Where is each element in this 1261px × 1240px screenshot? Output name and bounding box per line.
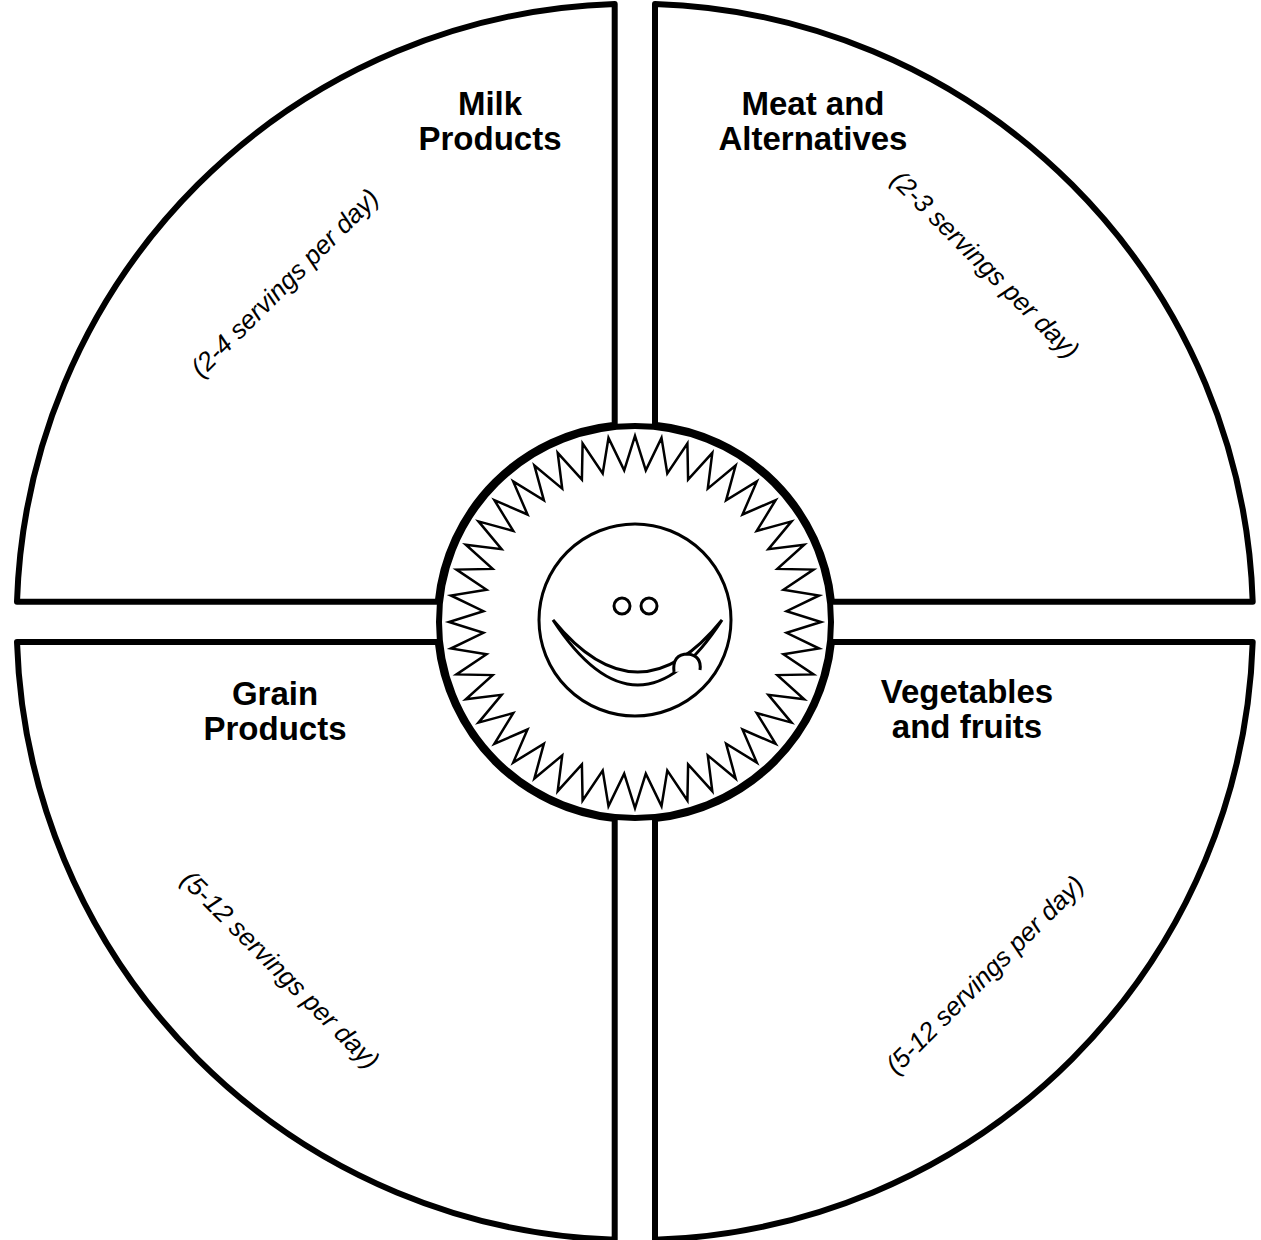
quadrant-outline [11, 0, 621, 608]
food-group-quadrant: Milk Products(2-4 servings per day) [11, 0, 621, 608]
group-heading: Vegetables and fruits [879, 675, 1056, 744]
sun-face [539, 524, 731, 716]
food-group-quadrant: Grain Products(5-12 servings per day) [11, 636, 621, 1240]
sun-tongue [674, 654, 700, 672]
sun-eye [641, 598, 657, 614]
quadrant-border [17, 642, 615, 1240]
sun-rays [449, 436, 821, 808]
sun-smile [553, 620, 722, 685]
food-group-quadrant: Vegetables and fruits(5-12 servings per … [649, 636, 1259, 1240]
sun-eye [614, 598, 630, 614]
group-heading: Grain Products [201, 677, 349, 746]
quadrant-border [655, 642, 1253, 1240]
quadrant-border [17, 4, 615, 602]
group-heading: Meat and Alternatives [717, 87, 910, 156]
quadrant-border [655, 4, 1253, 602]
group-heading: Milk Products [416, 87, 564, 156]
quadrant-outline [649, 0, 1259, 608]
food-group-quadrant: Meat and Alternatives(2-3 servings per d… [649, 0, 1259, 608]
sun-outer-ring [439, 426, 831, 818]
